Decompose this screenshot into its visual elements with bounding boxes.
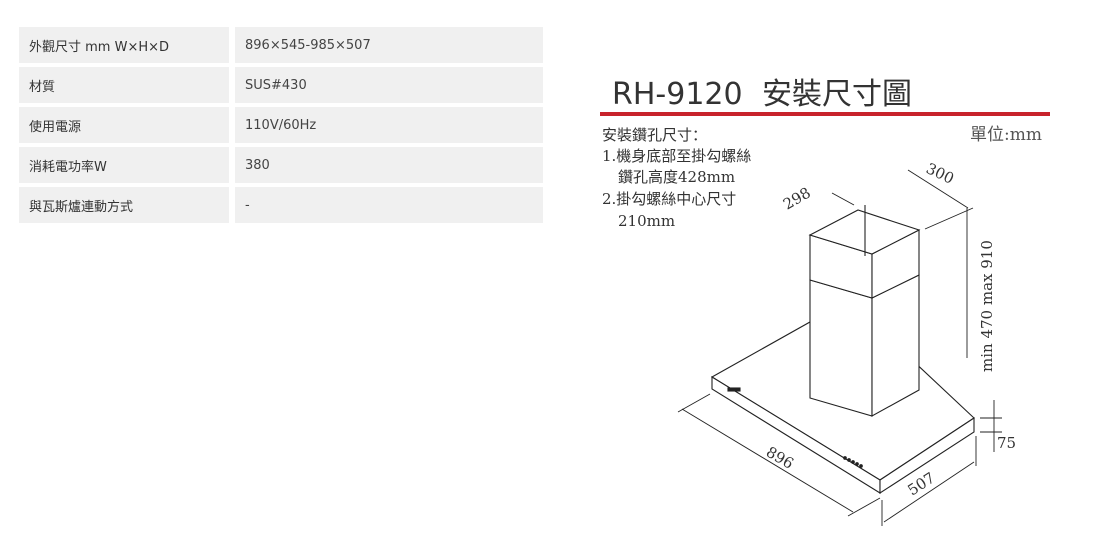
- spec-label: 使用電源: [19, 107, 229, 143]
- control-button: [851, 460, 855, 464]
- model-number: RH-9120: [612, 77, 743, 112]
- chimney-width-label: 298: [780, 184, 814, 214]
- spec-label: 消耗電功率W: [19, 147, 229, 183]
- brand-logo: [727, 387, 741, 392]
- note-line: 鑽孔高度428mm: [618, 168, 735, 186]
- control-button: [855, 462, 859, 466]
- canopy-side: [879, 416, 975, 495]
- width-dimension-line: [681, 408, 854, 513]
- diagram-title: 安裝尺寸圖: [762, 77, 912, 112]
- installation-diagram: RH-9120 安裝尺寸圖 單位:mm 安裝鑽孔尺寸： 1.機身底部至掛勾螺絲 …: [600, 77, 1050, 526]
- spec-table: 外觀尺寸 mm W×H×D 896×545-985×507 材質 SUS#430…: [19, 23, 543, 227]
- spec-label: 外觀尺寸 mm W×H×D: [19, 27, 229, 63]
- chimney-width-dimension-line: [831, 192, 855, 206]
- chimney-depth-dimension-line: [907, 169, 969, 209]
- unit-label: 單位:mm: [970, 125, 1042, 145]
- chimney-lower-front: [809, 279, 873, 417]
- spec-value: 110V/60Hz: [235, 107, 543, 143]
- table-row: 使用電源 110V/60Hz: [19, 107, 543, 143]
- table-row: 材質 SUS#430: [19, 67, 543, 103]
- control-button: [859, 464, 863, 468]
- control-button: [843, 456, 847, 460]
- table-row: 消耗電功率W 380: [19, 147, 543, 183]
- note-line: 安裝鑽孔尺寸：: [602, 126, 707, 144]
- spec-label: 材質: [19, 67, 229, 103]
- control-button: [847, 458, 851, 462]
- note-line: 2.掛勾螺絲中心尺寸: [602, 190, 736, 208]
- dimension-lines: [677, 169, 1002, 526]
- depth-dimension-line: [883, 461, 975, 523]
- note-line: 210mm: [618, 212, 675, 230]
- table-row: 與瓦斯爐連動方式 -: [19, 187, 543, 223]
- note-line: 1.機身底部至掛勾螺絲: [602, 147, 751, 165]
- spec-value: 896×545-985×507: [235, 27, 543, 63]
- spec-value: SUS#430: [235, 67, 543, 103]
- height-label: min 470 max 910: [978, 240, 996, 372]
- spec-value: -: [235, 187, 543, 223]
- chimney-depth-label: 300: [923, 159, 957, 187]
- thickness-label: 75: [997, 434, 1016, 452]
- spec-value: 380: [235, 147, 543, 183]
- range-hood-drawing: [710, 205, 975, 495]
- spec-label: 與瓦斯爐連動方式: [19, 187, 229, 223]
- table-row: 外觀尺寸 mm W×H×D 896×545-985×507: [19, 27, 543, 63]
